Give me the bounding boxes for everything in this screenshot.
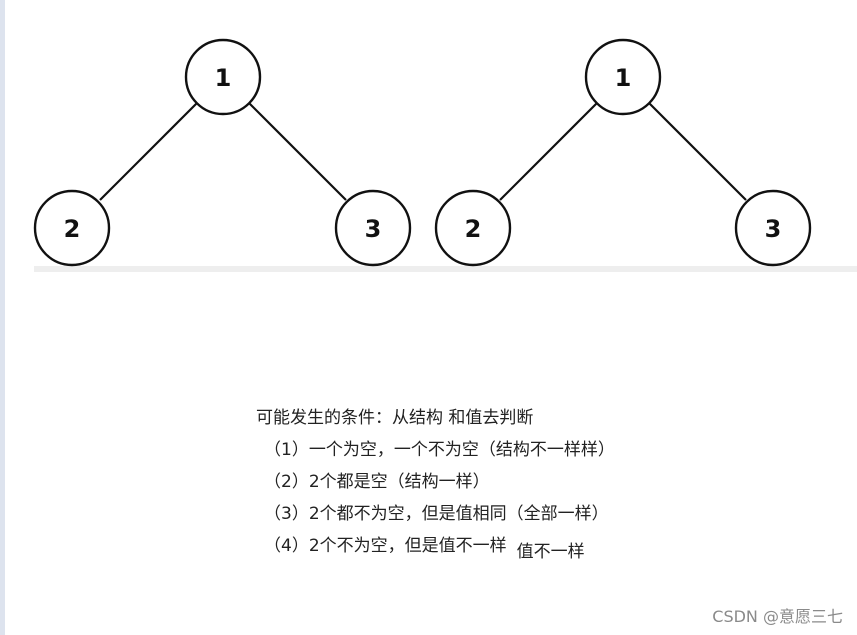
tree-2: 1 2 3 — [434, 38, 812, 267]
notes-item-2: （2）2个都是空（结构一样） — [264, 472, 490, 492]
tree-diagrams: 1 2 3 1 2 3 — [33, 38, 857, 272]
tree-2-root-label: 1 — [615, 64, 632, 92]
tree-2-left-label: 2 — [465, 215, 482, 243]
notes-item-4-row: （4）2个不为空，但是值不一样值不一样 — [256, 530, 615, 562]
notes-item-4-extra: 值不一样 — [516, 542, 585, 562]
tree-1-root-label: 1 — [215, 64, 232, 92]
tree-1-root-node — [184, 38, 262, 116]
tree-1-left-node — [33, 189, 111, 267]
tree-1-left-label: 2 — [64, 215, 81, 243]
csdn-watermark: CSDN @意愿三七 — [712, 607, 843, 626]
tree-2-root-node — [584, 38, 662, 116]
conditions-notes: 可能发生的条件：从结构 和值去判断 （1）一个为空，一个不为空（结构不一样样） … — [256, 402, 615, 562]
notes-heading: 可能发生的条件：从结构 和值去判断 — [256, 408, 534, 428]
tree-2-right-node — [734, 189, 812, 267]
tree-1: 1 2 3 — [33, 38, 412, 267]
notes-item-3: （3）2个都不为空，但是值相同（全部一样） — [264, 504, 609, 524]
tree-2-left-node — [434, 189, 512, 267]
tree-2-edge-right — [648, 102, 747, 201]
tree-2-edge-left — [499, 102, 598, 201]
tree-1-edge-left — [99, 102, 198, 201]
tree-1-right-label: 3 — [365, 215, 382, 243]
notes-item-1: （1）一个为空，一个不为空（结构不一样样） — [264, 440, 615, 460]
divider-band — [34, 266, 857, 272]
tree-2-right-label: 3 — [765, 215, 782, 243]
tree-1-right-node — [334, 189, 412, 267]
tree-1-edge-right — [248, 102, 347, 201]
left-edge-strip — [0, 0, 5, 635]
notes-item-4: （4）2个不为空，但是值不一样 — [264, 536, 507, 556]
